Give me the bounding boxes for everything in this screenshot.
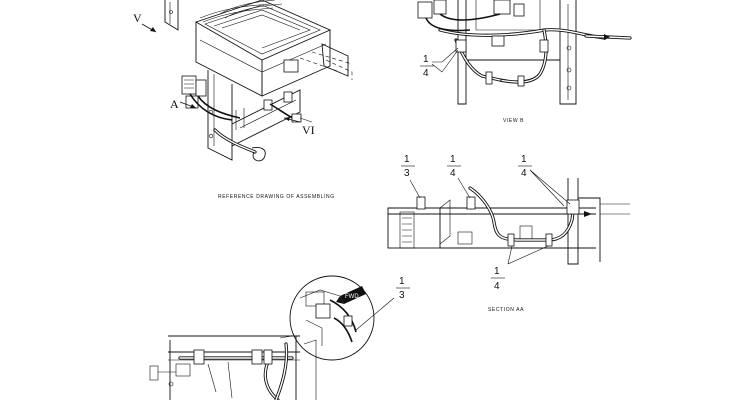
callout-item: 1 — [404, 154, 410, 165]
callout-item: 1 — [399, 276, 405, 287]
view-letter-a: A — [170, 97, 179, 111]
callout-detail: 1 3 — [396, 276, 410, 301]
callout-section-top-left: 1 3 — [401, 154, 415, 179]
callout-qty: 4 — [494, 281, 500, 292]
section-aa-drawing — [387, 169, 630, 265]
caption-reference-drawing: REFERENCE DRAWING OF ASSEMBLING — [218, 194, 335, 200]
callout-section-top-mid: 1 4 — [447, 154, 461, 179]
detail-circle: FWD — [289, 275, 395, 361]
caption-section-aa: SECTION AA — [488, 307, 524, 313]
callout-qty: 4 — [450, 168, 456, 179]
callout-item: 1 — [521, 154, 527, 165]
fwd-tag: FWD — [345, 294, 359, 300]
callout-item: 1 — [450, 154, 456, 165]
callout-view-b: 1 4 — [420, 54, 434, 79]
view-letter-v: V — [133, 11, 142, 25]
callout-section-bottom: 1 4 — [491, 266, 505, 292]
callout-qty: 3 — [404, 168, 410, 179]
callout-item: 1 — [494, 266, 500, 277]
callout-view-b-qty: 4 — [423, 68, 429, 79]
view-b-drawing — [417, 0, 632, 105]
callout-view-b-item: 1 — [423, 54, 429, 65]
caption-view-b: VIEW B — [503, 118, 524, 124]
callout-section-top-right: 1 4 — [518, 154, 532, 179]
callout-qty: 3 — [399, 290, 405, 301]
lower-assembly-view — [149, 335, 317, 400]
view-letter-vi: VI — [302, 123, 315, 137]
isometric-assembly-view: V A VI — [133, 0, 353, 162]
callout-qty: 4 — [521, 168, 527, 179]
